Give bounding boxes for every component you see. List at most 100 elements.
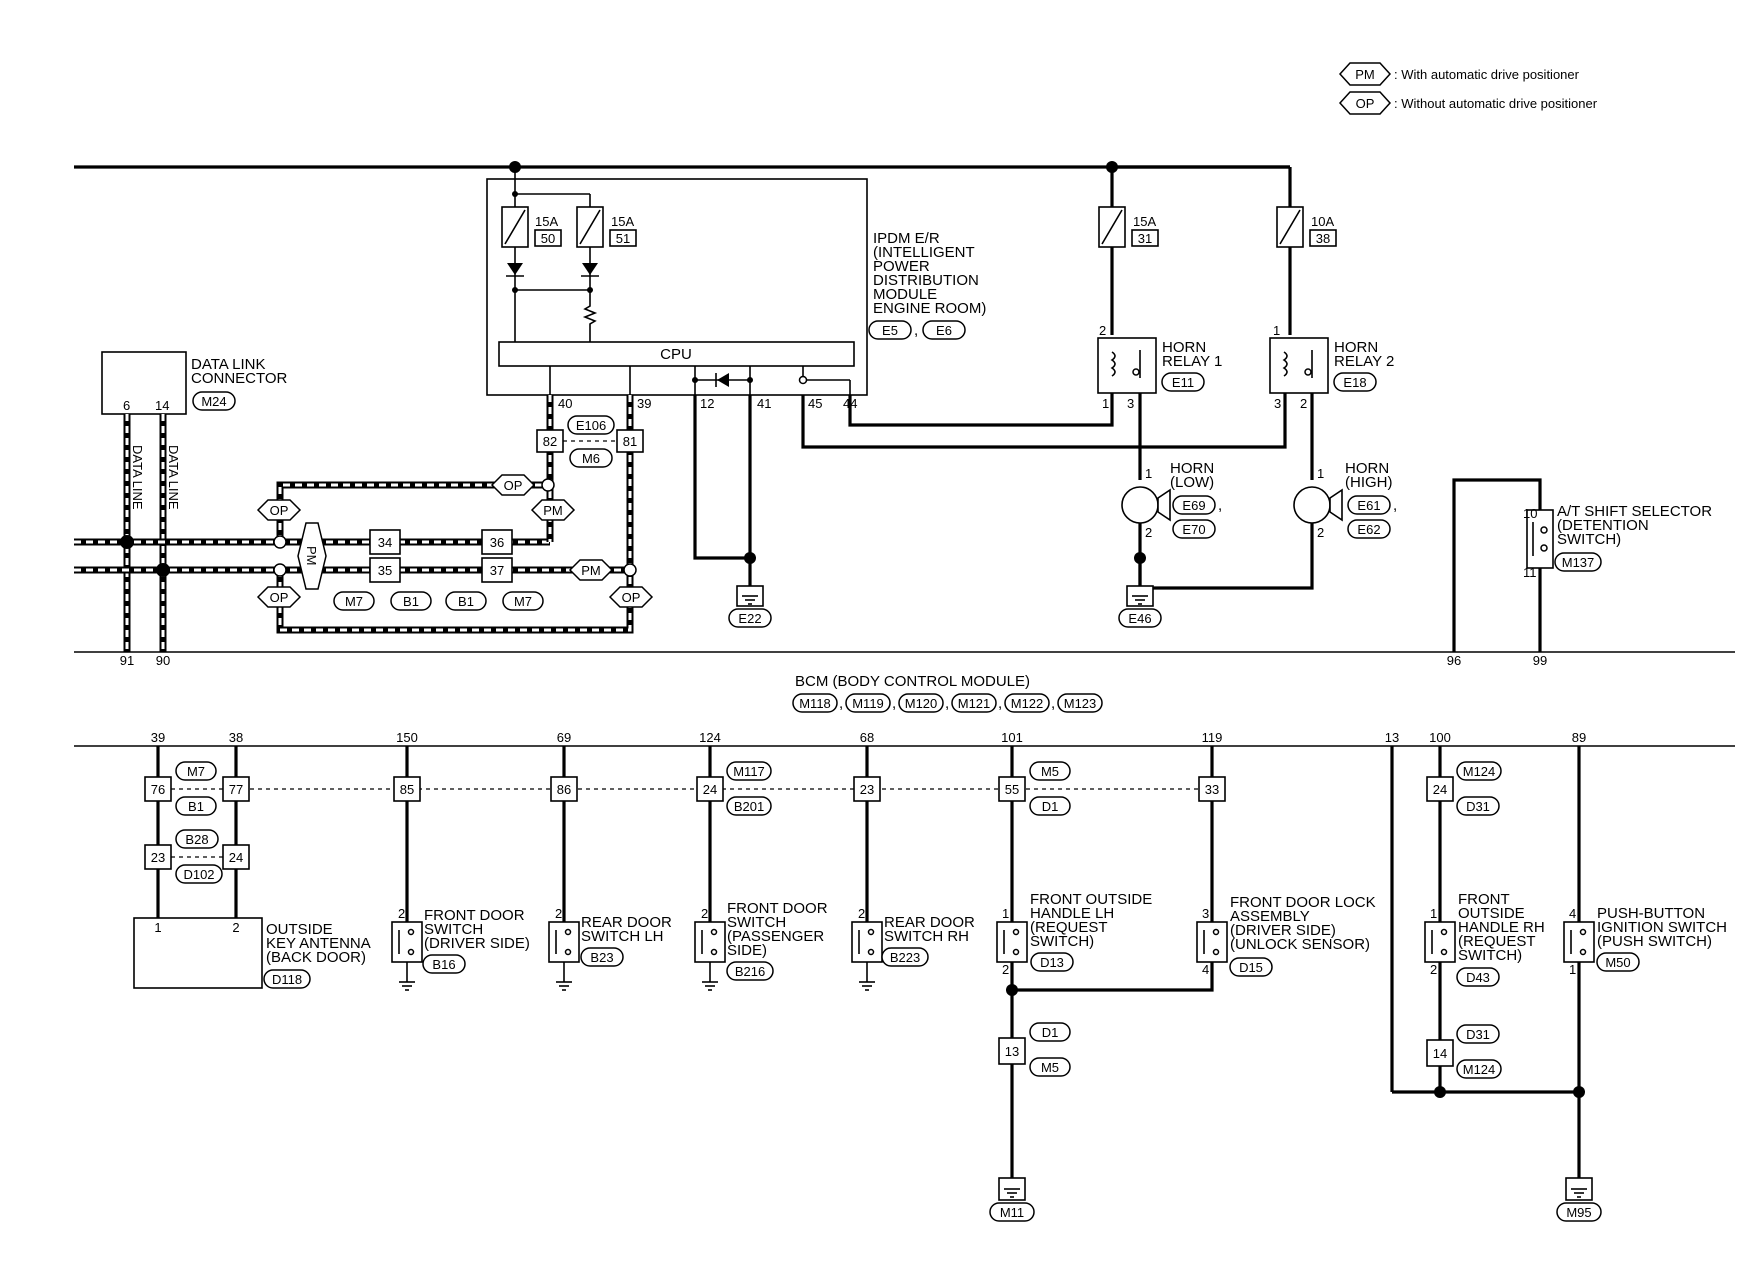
op-tag-right-lower-shape <box>608 586 654 608</box>
ground-m11-oval <box>989 1202 1035 1222</box>
horn-relay-2: 1 3 2 HORN RELAY 2 E18 <box>1269 323 1394 411</box>
at-shift-pin-11: 11 <box>1523 565 1537 580</box>
horn-low-label-1: HORN <box>1170 460 1214 477</box>
door-switch-icon <box>548 921 580 963</box>
ground-e22-label: E22 <box>738 611 761 626</box>
horn-low-conn1-oval <box>1172 495 1216 515</box>
bcm-conn-m119-oval <box>845 693 891 713</box>
antenna-pin-24: 24 <box>229 850 243 865</box>
junction-e106-m6: 82 81 E106 M6 <box>536 415 644 468</box>
horn-high-conn-2: E62 <box>1357 522 1380 537</box>
push-switch-conn: M50 <box>1605 955 1630 970</box>
fds-pass-dot-upper <box>710 928 718 936</box>
horn-high-comma: , <box>1393 497 1397 514</box>
horn-low: 1 2 HORN (LOW) E69 , E70 <box>1121 393 1222 540</box>
fuse-31: 15A 31 <box>1098 206 1159 248</box>
horn-relay-1-pin-1: 1 <box>1102 396 1109 411</box>
data-link-pin-14: 14 <box>155 398 169 413</box>
at-shift-switch-box <box>1526 509 1554 569</box>
push-switch-conn-oval <box>1596 952 1640 972</box>
antenna-pin-77: 77 <box>229 782 243 797</box>
antenna-pin-23: 23 <box>151 850 165 865</box>
rear-door-switch-lh: 86 2 REAR DOOR SWITCH LH B23 <box>548 746 672 991</box>
junction-pin-35: 35 <box>378 563 392 578</box>
fuse-50-number: 50 <box>541 231 555 246</box>
rds-lh-dot-lower <box>564 948 572 956</box>
lh-ground-conn-m5: M5 <box>1041 1060 1059 1075</box>
rear-door-switch-rh: 23 2 REAR DOOR SWITCH RH B223 <box>851 746 975 991</box>
resistor-icon <box>582 290 598 342</box>
horn-relay-1-pin-2: 2 <box>1099 323 1106 338</box>
fuse-51-number: 51 <box>616 231 630 246</box>
foh-rh-label-4: (REQUEST <box>1458 933 1536 950</box>
foh-rh-label-3: HANDLE RH <box>1458 919 1545 936</box>
push-switch-label-2: IGNITION SWITCH <box>1597 919 1727 936</box>
lh-ground-joint: 13 D1 M5 M11 <box>989 990 1071 1222</box>
fds-driver-label-1: FRONT DOOR <box>424 907 525 924</box>
junction-81-box <box>616 429 644 453</box>
antenna-pin-2: 2 <box>232 920 239 935</box>
antenna-label-1: OUTSIDE <box>266 921 333 938</box>
relay-coil-icon <box>1282 351 1288 377</box>
rds-rh-joint-box <box>853 776 881 802</box>
at-shift-selector: 10 11 A/T SHIFT SELECTOR (DETENTION SWIT… <box>1452 478 1712 652</box>
bcm-conn-sep-1: , <box>839 695 843 712</box>
legend-op-tag: OP <box>1356 96 1375 111</box>
op-upper-loop-inner <box>278 483 550 542</box>
fds-pass-label-1: FRONT DOOR <box>727 900 828 917</box>
fuse-51-slash <box>579 209 601 245</box>
antenna-conn-m7: M7 <box>187 764 205 779</box>
at-shift-conn-oval <box>1554 552 1602 572</box>
bcm-pin-38: 38 <box>229 730 243 745</box>
ipdm-title-2: (INTELLIGENT <box>873 244 975 261</box>
horn-high-conn2-oval <box>1347 519 1391 539</box>
ground-e46-oval <box>1118 608 1162 628</box>
fuse-38-tag <box>1309 229 1337 247</box>
fds-pass-conn: B216 <box>735 964 765 979</box>
bcm-pin-96: 96 <box>1447 653 1461 668</box>
rh-ground-joint: 14 D31 M124 <box>1426 1024 1502 1079</box>
horn-low-pin-1: 1 <box>1145 466 1152 481</box>
at-shift-conn: M137 <box>1562 555 1595 570</box>
horn-low-conn-1: E69 <box>1182 498 1205 513</box>
fds-pass-label-2: SWITCH <box>727 914 786 931</box>
foh-lh-pin-2: 2 <box>1002 962 1009 977</box>
rh-ground-joint-pin: 14 <box>1433 1046 1447 1061</box>
legend-pm-tag: PM <box>1355 67 1375 82</box>
horn-high: 1 2 HORN (HIGH) E61 , E62 <box>1293 393 1397 540</box>
rh-ground-conn-d31: D31 <box>1466 1027 1490 1042</box>
fdl-dot-upper <box>1212 928 1220 936</box>
cpu-box <box>498 341 855 367</box>
push-switch-icon <box>1563 921 1595 963</box>
data-link-label-1: DATA LINK <box>191 356 265 373</box>
junction-conn-m6: M6 <box>582 451 600 466</box>
fdl-label-1: FRONT DOOR LOCK <box>1230 894 1376 911</box>
rh-ground-splice-b <box>1573 1086 1585 1098</box>
bcm-conn-m118: M118 <box>799 696 831 711</box>
data-line-label-b: DATA LINE <box>166 445 181 510</box>
at-shift-label-1: A/T SHIFT SELECTOR <box>1557 503 1712 520</box>
horn-high-label-1: HORN <box>1345 460 1389 477</box>
fds-pass-joint-pin: 24 <box>703 782 717 797</box>
fds-pass-conn-m117: M117 <box>733 764 765 779</box>
fds-pass-joint-box <box>696 776 724 802</box>
rds-rh-conn: B223 <box>890 950 920 965</box>
horn-low-label-2: (LOW) <box>1170 474 1214 491</box>
lh-ground-conn-d1: D1 <box>1042 1025 1059 1040</box>
data-node-left-upper <box>273 535 287 549</box>
bcm-conn-sep-4: , <box>998 695 1002 712</box>
rh-ground-splice-a <box>1434 1086 1446 1098</box>
antenna-conn-b28: B28 <box>185 832 208 847</box>
at-shift-label-3: SWITCH) <box>1557 531 1621 548</box>
relay-coil-icon <box>1110 351 1116 377</box>
pm-tag-vertical-shape <box>297 522 327 590</box>
op-tag-left-lower: OP <box>270 590 289 605</box>
push-switch-dot-upper <box>1579 928 1587 936</box>
rds-rh-label-2: SWITCH RH <box>884 928 969 945</box>
antenna-conn-b1: B1 <box>188 799 204 814</box>
foh-rh-conn-oval <box>1456 967 1500 987</box>
rds-rh-dot-upper <box>867 928 875 936</box>
at-shift-label-2: (DETENTION <box>1557 517 1649 534</box>
antenna-d102-oval <box>175 864 223 884</box>
